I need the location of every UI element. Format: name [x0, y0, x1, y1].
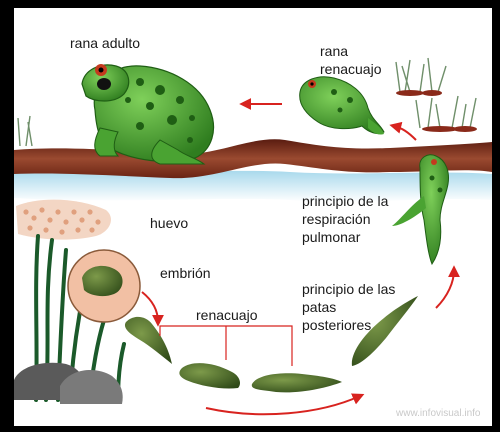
label-legs-line3: posteriores [302, 317, 371, 333]
label-tadpole: renacuajo [196, 307, 258, 323]
label-froglet-line2: renacuajo [320, 61, 382, 77]
embryo-inset [68, 250, 140, 322]
label-embryo: embrión [160, 265, 211, 281]
label-egg: huevo [150, 215, 188, 231]
label-froglet-line1: rana [320, 43, 348, 59]
label-adult: rana adulto [70, 35, 140, 51]
label-lungs-line2: respiración [302, 211, 370, 227]
label-lungs-line1: principio de la [302, 193, 389, 209]
label-legs-line2: patas [302, 299, 336, 315]
label-legs-line1: principio de las [302, 281, 395, 297]
label-lungs-line3: pulmonar [302, 229, 361, 245]
watermark: www.infovisual.info [395, 408, 481, 419]
